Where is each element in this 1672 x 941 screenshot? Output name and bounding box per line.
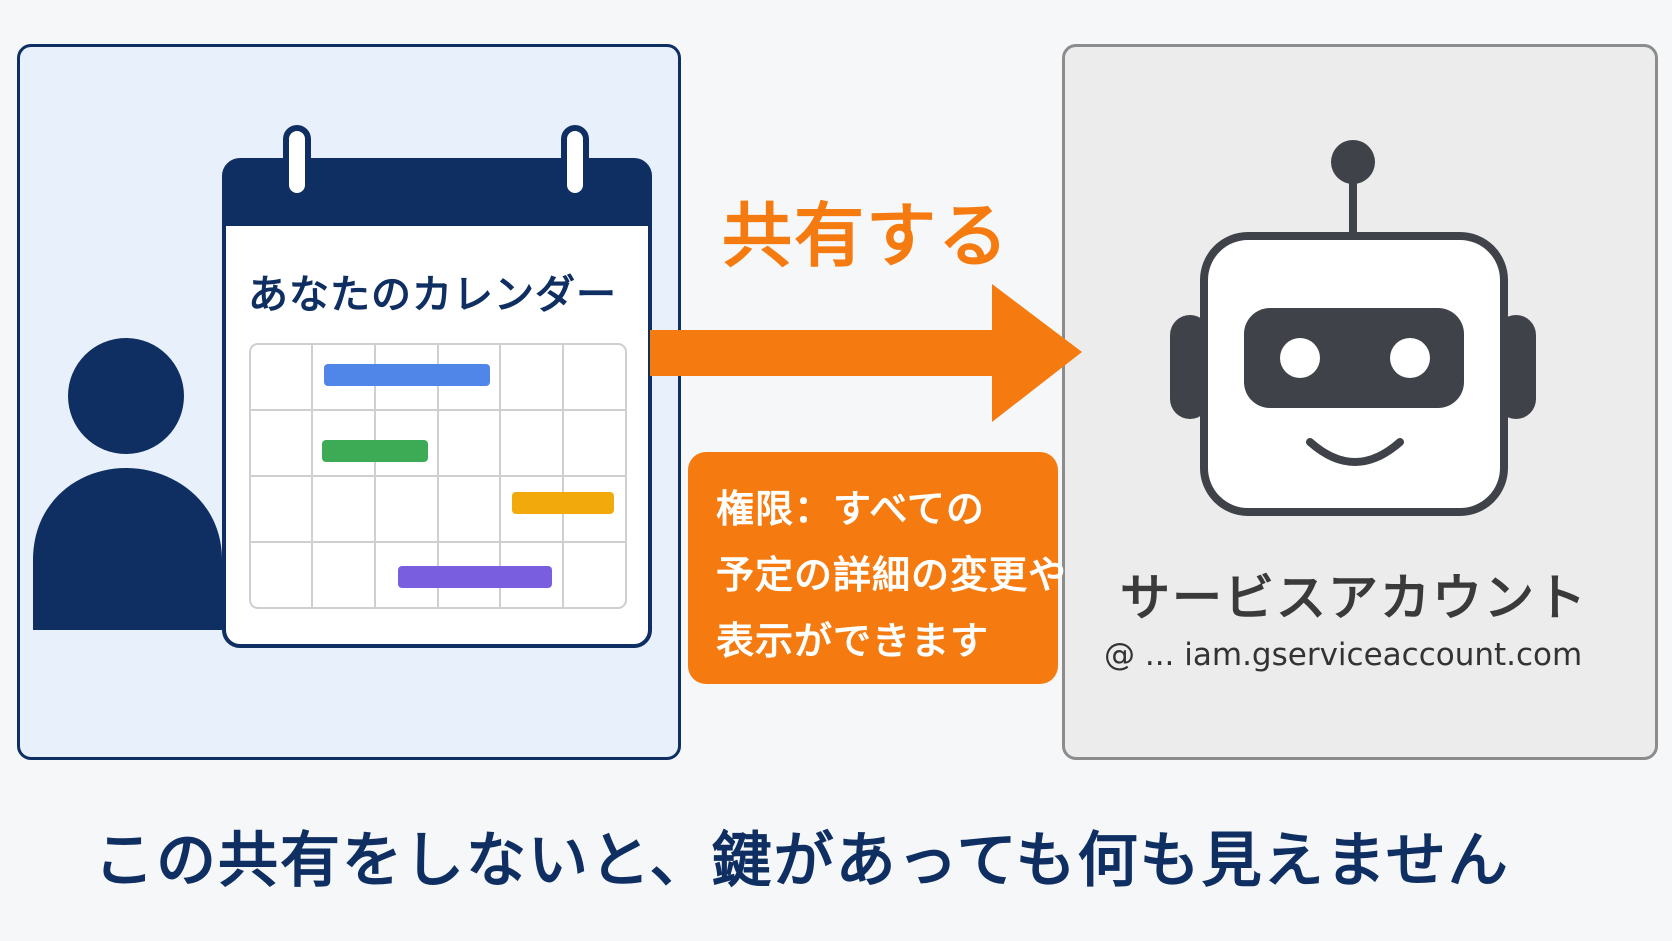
user-icon [33,338,222,630]
calendar-title: あなたのカレンダー [248,272,617,318]
robot-icon [1170,140,1536,516]
calendar-grid [249,343,627,609]
service-account-email: @ ... iam.gserviceaccount.com [1104,637,1583,673]
calendar-icon [222,125,652,648]
permission-text-line: 予定の詳細の変更や [716,553,1068,597]
calendar-event-bar [322,440,428,462]
calendar-event-bar [398,566,552,588]
permission-text-line: 権限：すべての [716,487,985,531]
arrow-right-icon [650,284,1082,422]
service-account-name: サービスアカウント [1120,569,1588,627]
bottom-message: この共有をしないと、鍵があっても何も見えません [94,826,1510,896]
share-label: 共有する [722,195,1010,277]
permission-box: 権限：すべての 予定の詳細の変更や 表示ができます [688,452,1066,684]
calendar-event-bar [512,492,614,514]
permission-text-line: 表示ができます [716,619,990,663]
calendar-event-bar [324,364,490,386]
